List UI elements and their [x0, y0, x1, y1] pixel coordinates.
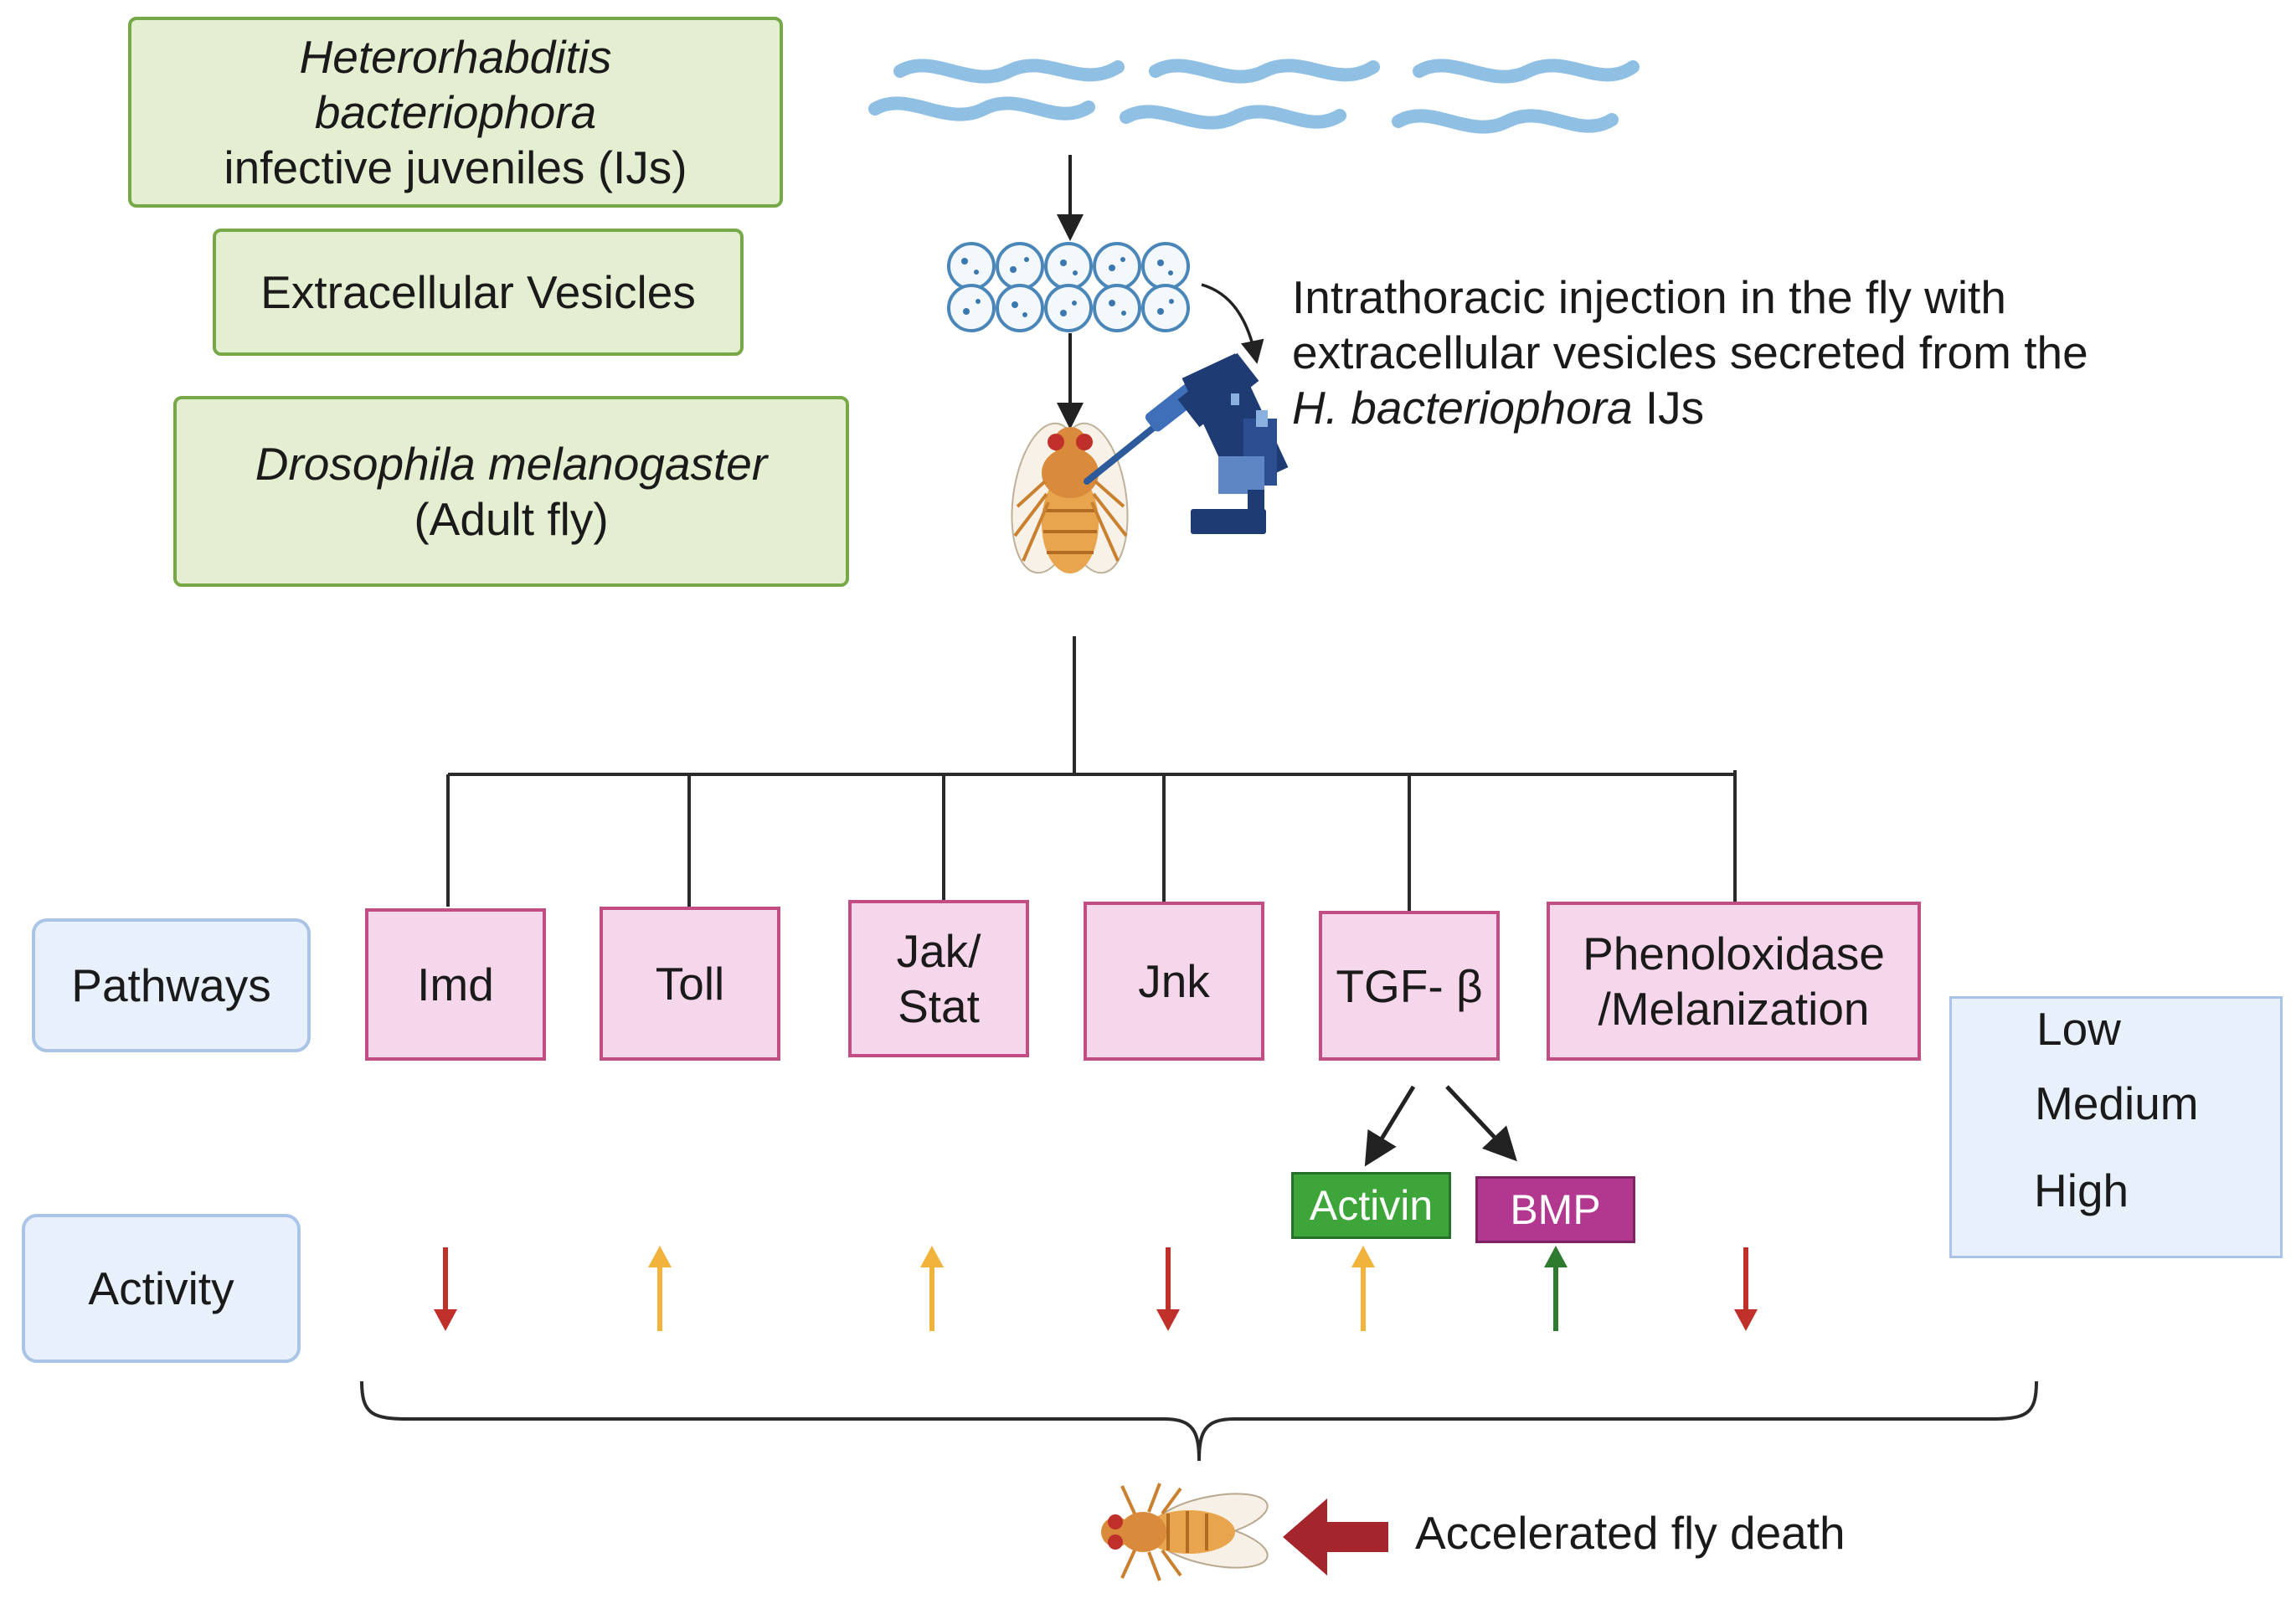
- microinjection-apparatus-icon: [1084, 352, 1289, 534]
- injection-note-line2: extracellular vesicles secreted from the: [1292, 326, 2088, 378]
- pathway-jnk-label: Jnk: [1138, 955, 1210, 1007]
- activity-arrow-activin: [1351, 1246, 1375, 1331]
- extracellular-vesicles-label: Extracellular Vesicles: [260, 266, 696, 318]
- dead-fly-icon: [1101, 1483, 1269, 1581]
- pathway-tgf-beta: TGF- β: [1319, 911, 1500, 1061]
- nematode-worms-icon: [868, 59, 1640, 134]
- pathway-toll: Toll: [600, 907, 780, 1061]
- nematode-stage: infective juveniles (IJs): [224, 141, 687, 193]
- bracket-brace: [360, 1380, 2038, 1462]
- injection-note-tail: IJs: [1632, 382, 1705, 434]
- activity-arrow-jnk: [1156, 1247, 1180, 1331]
- extracellular-vesicles-icon: [947, 242, 1190, 332]
- pathway-tree-lines: [446, 636, 1737, 912]
- activin-box: Activin: [1291, 1172, 1451, 1239]
- legend-medium-label: Medium: [2035, 1077, 2199, 1129]
- pathway-jak-stat-label-2: Stat: [898, 980, 980, 1032]
- activity-arrow-imd: [434, 1247, 457, 1331]
- pathway-jak-stat-label-1: Jak/: [896, 925, 981, 977]
- activity-arrow-jak-stat: [920, 1246, 944, 1331]
- legend-high-label: High: [2034, 1164, 2129, 1216]
- drosophila-fly-icon: [1011, 422, 1129, 574]
- pathway-phenoloxidase: Phenoloxidase /Melanization: [1547, 902, 1921, 1061]
- nematode-box: Heterorhabditis bacteriophora infective …: [128, 17, 783, 208]
- host-species: Drosophila melanogaster: [255, 438, 768, 490]
- bmp-box: BMP: [1475, 1176, 1635, 1243]
- injection-note-species: H. bacteriophora: [1292, 382, 1633, 434]
- activity-label: Activity: [88, 1262, 234, 1314]
- arrow-vesicles-to-injection: [1201, 283, 1264, 364]
- outcome-label: Accelerated fly death: [1415, 1507, 1846, 1559]
- injection-note-line3: H. bacteriophora IJs: [1292, 380, 2213, 435]
- legend-box: [1949, 996, 2283, 1258]
- pathway-jak-stat: Jak/ Stat: [848, 900, 1029, 1057]
- outcome-arrow-icon: [1283, 1498, 1388, 1576]
- pathway-toll-label: Toll: [655, 958, 725, 1010]
- vesicle-cargo-dots: [961, 257, 1174, 317]
- nematode-species: bacteriophora: [314, 86, 597, 138]
- host-fly-box: Drosophila melanogaster (Adult fly): [173, 396, 849, 587]
- activity-arrow-phenoloxidase: [1734, 1247, 1758, 1331]
- nematode-genus: Heterorhabditis: [299, 31, 612, 83]
- activity-row-label: Activity: [22, 1214, 301, 1363]
- activity-arrow-toll: [648, 1246, 672, 1331]
- pathway-phenoloxidase-label-2: /Melanization: [1598, 983, 1870, 1035]
- pathway-phenoloxidase-label-1: Phenoloxidase: [1583, 928, 1885, 979]
- pathway-imd-label: Imd: [417, 959, 494, 1010]
- pathways-row-label: Pathways: [32, 918, 311, 1052]
- pathways-label: Pathways: [71, 959, 271, 1011]
- arrow-tgf-to-bmp: [1445, 1085, 1517, 1162]
- activity-arrow-bmp: [1544, 1246, 1568, 1331]
- activity-arrows: [434, 1246, 1758, 1331]
- host-stage: (Adult fly): [414, 493, 609, 545]
- arrow-tgf-to-activin: [1364, 1085, 1416, 1167]
- injection-note: Intrathoracic injection in the fly with …: [1292, 270, 2213, 435]
- pathway-tgf-beta-label: TGF- β: [1336, 959, 1483, 1012]
- extracellular-vesicles-box: Extracellular Vesicles: [213, 229, 744, 356]
- pathway-jnk: Jnk: [1084, 902, 1264, 1061]
- bmp-label: BMP: [1510, 1186, 1601, 1233]
- pathway-imd: Imd: [365, 908, 546, 1061]
- activin-label: Activin: [1309, 1182, 1434, 1229]
- legend-low-label: Low: [2036, 1003, 2121, 1055]
- injection-note-line1: Intrathoracic injection in the fly with: [1292, 271, 2006, 323]
